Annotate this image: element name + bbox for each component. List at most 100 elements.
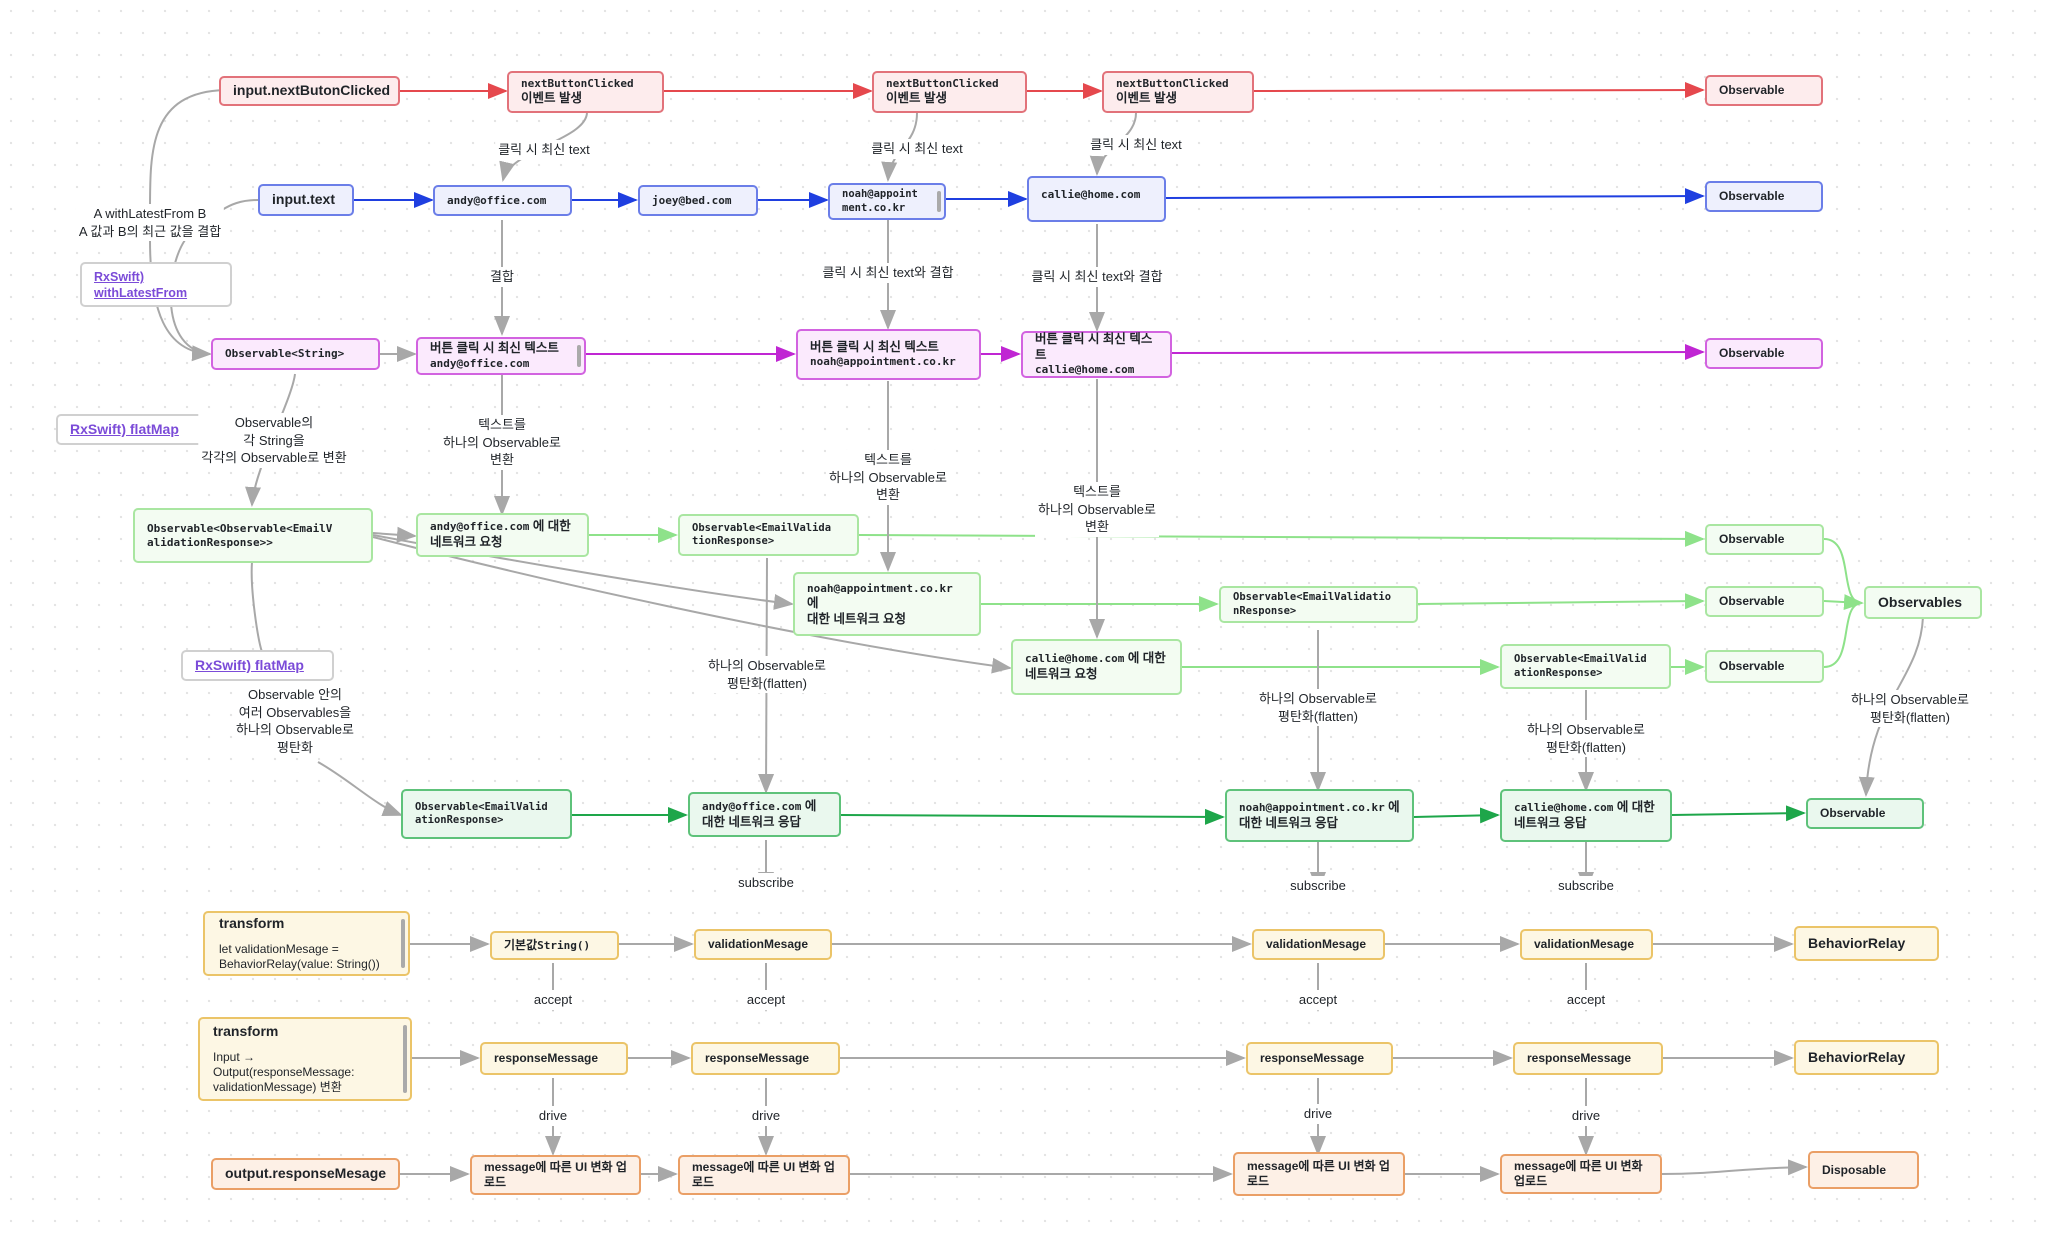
behavior-relay-node-2[interactable]: BehaviorRelay [1794,1040,1939,1075]
ui-update-node-4[interactable]: message에 따른 UI 변화 업로드 [1500,1154,1662,1194]
observable-magenta-node[interactable]: Observable [1705,338,1823,369]
text-joey-node[interactable]: joey@bed.com [638,185,758,216]
transform-title: transform [213,1022,279,1039]
flatmap-description: Observable 안의 여러 Observables을 하나의 Observ… [233,685,357,758]
email-response-node-2[interactable]: Observable<EmailValidatio nResponse> [1219,586,1418,623]
event-text: 이벤트 발생 [1116,91,1177,106]
scrollbar[interactable] [401,919,405,968]
request-node-3[interactable]: callie@home.com 에 대한 네트워크 요청 [1011,639,1182,695]
validation-message-node-2[interactable]: validationMesage [1252,929,1385,960]
ui-update-node-1[interactable]: message에 따른 UI 변화 업 로드 [470,1155,641,1195]
event-code: nextButtonClicked [886,77,999,91]
transform-code: let validationMesage = BehaviorRelay(val… [219,942,380,972]
edge-label-combine-latest: 클릭 시 최신 text와 결합 [819,263,957,283]
event-code: nextButtonClicked [521,77,634,91]
edge-lightgreen [858,530,1705,547]
transform-node-1[interactable]: transform let validationMesage = Behavio… [203,911,410,976]
edge-label-drive: drive [535,1106,571,1126]
scrollbar[interactable] [577,345,581,367]
edge-label-flatten: 하나의 Observable로 평탄화(flatten) [705,656,829,694]
response-node-2[interactable]: noah@appointment.co.kr 에 대한 네트워크 응답 [1225,789,1414,842]
scrollbar[interactable] [937,191,941,212]
event-text: 이벤트 발생 [521,91,582,106]
edge-label-drive: drive [1568,1106,1604,1126]
edge-gray [149,89,226,211]
edge-label-to-observable: 텍스트를 하나의 Observable로 변환 [826,450,950,505]
response-node-1[interactable]: andy@office.com 에 대한 네트워크 응답 [688,792,841,837]
email-response-node-3[interactable]: Observable<EmailValid ationResponse> [1500,644,1671,689]
edge-lightgreen [1417,593,1705,610]
edge-gray [372,526,417,543]
latest-text-label: 버튼 클릭 시 최신 텍스트 [810,339,939,354]
response-message-node-1[interactable]: responseMessage [480,1042,628,1075]
disposable-node[interactable]: Disposable [1808,1151,1919,1189]
email-response-flat-node[interactable]: Observable<EmailValid ationResponse> [401,789,572,839]
flatmap-link-card-1[interactable]: RxSwift) flatMap [56,414,209,445]
observable-red-node[interactable]: Observable [1705,75,1823,106]
behavior-relay-node-1[interactable]: BehaviorRelay [1794,926,1939,961]
edge-gray [317,761,403,816]
validation-message-node-1[interactable]: validationMesage [694,929,832,960]
response-message-node-4[interactable]: responseMessage [1513,1042,1663,1075]
validation-message-node-3[interactable]: validationMesage [1520,929,1653,960]
response-node-3[interactable]: callie@home.com 에 대한 네트워크 응답 [1500,789,1672,842]
edge-lightgreen [1823,538,1863,604]
ui-update-node-3[interactable]: message에 따른 UI 변화 업 로드 [1233,1152,1405,1196]
edge-red [1253,82,1705,99]
observable-string-node[interactable]: Observable<String> [211,338,380,370]
edge-label-click: 클릭 시 최신 text [495,140,593,160]
default-code: String() [537,938,591,952]
flatmap-link[interactable]: RxSwift) flatMap [195,656,304,673]
ui-update-node-2[interactable]: message에 따른 UI 변화 업 로드 [678,1155,850,1195]
scrollbar[interactable] [403,1025,407,1093]
output-response-node[interactable]: output.responseMesage [211,1158,400,1190]
edge-label-flatten: 하나의 Observable로 평탄화(flatten) [1524,720,1648,758]
input-next-clicked-node[interactable]: input.nextButonClicked [219,76,400,106]
observable-lightgreen-node-1[interactable]: Observable [1705,524,1824,555]
latest-text-code: andy@office.com [430,356,530,370]
text-callie-node[interactable]: callie@home.com [1027,176,1166,222]
response-message-node-2[interactable]: responseMessage [691,1042,840,1075]
email-response-node-1[interactable]: Observable<EmailValida tionResponse> [678,514,859,556]
observable-lightgreen-node-2[interactable]: Observable [1705,586,1824,617]
edge-label-flatten: 하나의 Observable로 평탄화(flatten) [1848,690,1972,728]
text-noah-node[interactable]: noah@appoint ment.co.kr [828,183,946,220]
transform-node-2[interactable]: transform Input → Output(responseMessage… [198,1017,412,1101]
edge-label-to-observable: 텍스트를 하나의 Observable로 변환 [1035,482,1159,537]
input-text-node[interactable]: input.text [258,184,354,216]
default-label: 기본값 [504,938,538,952]
edge-label-combine: 결합 [487,267,517,287]
edge-magenta [1171,344,1705,361]
withlatestfrom-description: A withLatestFrom B A 값과 B의 최근 값을 결합 [75,204,225,242]
edge-label-accept: accept [1295,990,1341,1010]
observable-green-node[interactable]: Observable [1806,798,1924,829]
withlatestfrom-link[interactable]: RxSwift) withLatestFrom [94,270,188,300]
default-string-node[interactable]: 기본값 String() [490,931,619,960]
edge-label-flatten: 하나의 Observable로 평탄화(flatten) [1256,689,1380,727]
request-node-1[interactable]: andy@office.com 에 대한 네트워크 요청 [416,513,589,557]
observables-node[interactable]: Observables [1864,586,1982,619]
nested-observable-node[interactable]: Observable<Observable<EmailV alidationRe… [133,508,373,563]
response-message-node-3[interactable]: responseMessage [1246,1042,1393,1075]
observable-blue-node[interactable]: Observable [1705,181,1823,212]
edge-label-accept: accept [1563,990,1609,1010]
latest-text-label: 버튼 클릭 시 최신 텍스트 [1035,332,1153,362]
flatmap-link[interactable]: RxSwift) flatMap [70,420,179,437]
edge-lightgreen [1823,602,1863,668]
edge-label-accept: accept [530,990,576,1010]
event-text: 이벤트 발생 [886,91,947,106]
flatmap-link-card-2[interactable]: RxSwift) flatMap [181,650,334,681]
edge-label-drive: drive [748,1106,784,1126]
text-andy-node[interactable]: andy@office.com [433,185,572,216]
withlatestfrom-link-card[interactable]: RxSwift) withLatestFrom [80,262,232,307]
edge-lightgreen [1823,594,1864,611]
observable-lightgreen-node-3[interactable]: Observable [1705,650,1824,683]
request-node-2[interactable]: noah@appointment.co.kr 에 대한 네트워크 요청 [793,572,981,636]
text-noah-value: noah@appoint ment.co.kr [842,188,918,214]
